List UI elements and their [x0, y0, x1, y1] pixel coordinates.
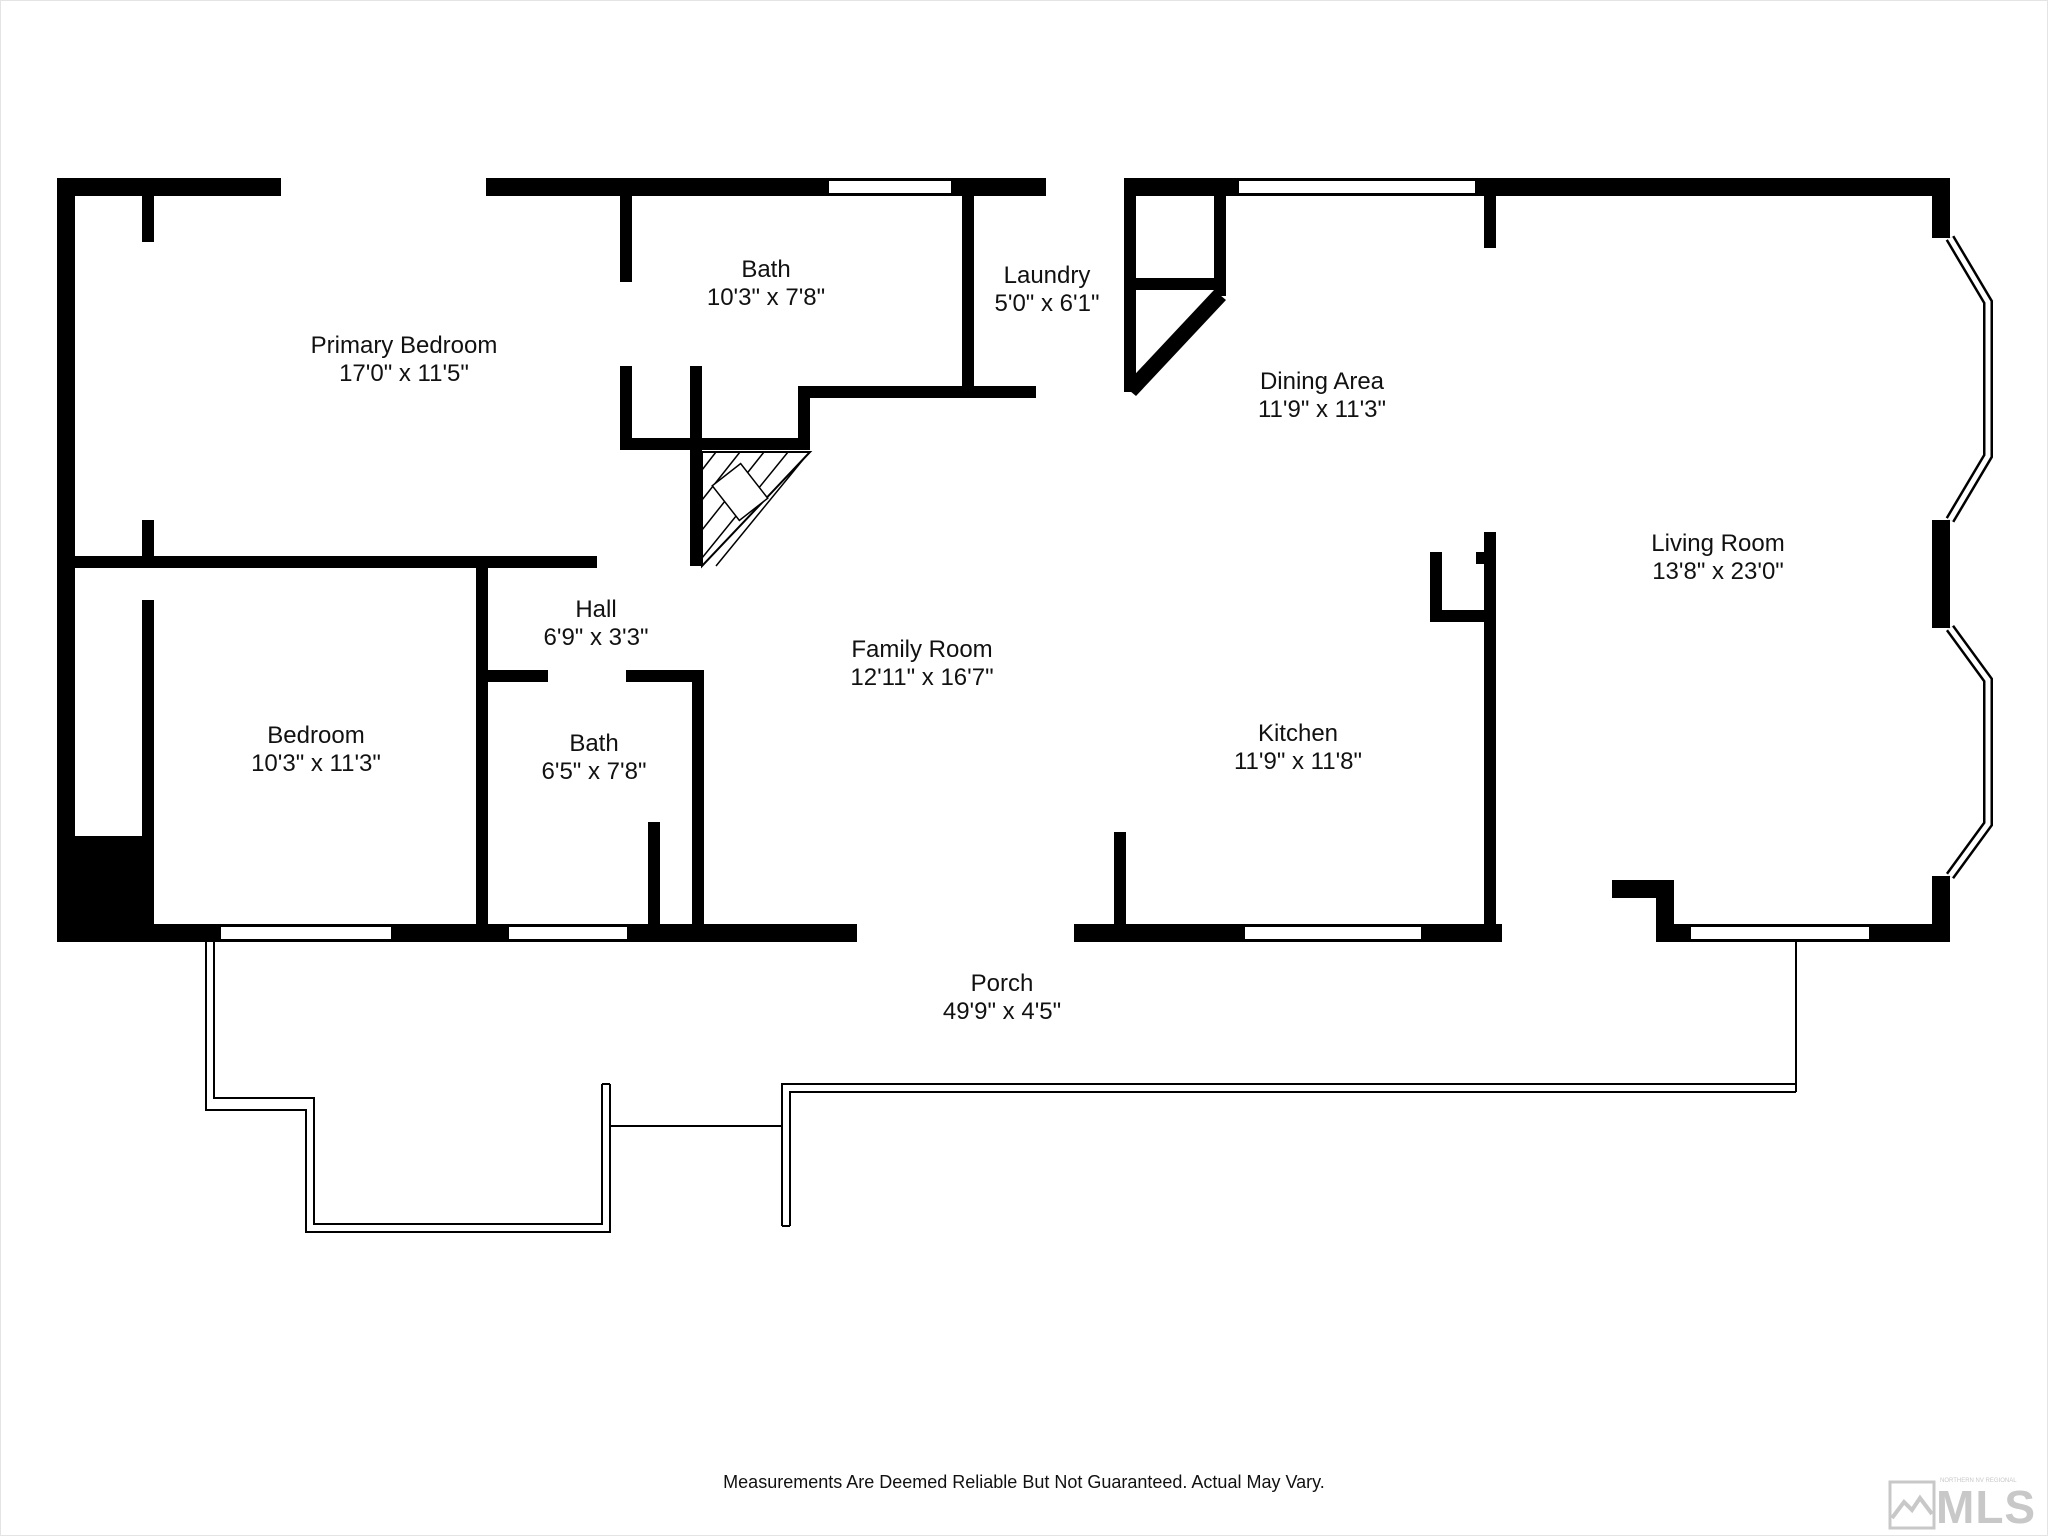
room-label-bedroom: Bedroom 10'3" x 11'3" — [251, 722, 381, 778]
room-size: 6'5" x 7'8" — [541, 758, 647, 785]
room-size: 17'0" x 11'5" — [339, 360, 469, 387]
windows — [219, 179, 1871, 941]
room-label-primary-bedroom: Primary Bedroom 17'0" x 11'5" — [311, 332, 498, 388]
room-label-family-room: Family Room 12'11" x 16'7" — [850, 636, 993, 692]
room-name: Living Room — [1651, 530, 1785, 557]
bay-windows — [1945, 235, 1993, 879]
room-label-living-room: Living Room 13'8" x 23'0" — [1651, 530, 1784, 586]
interior-walls — [57, 196, 1674, 940]
room-label-hall: Hall 6'9" x 3'3" — [544, 596, 649, 652]
room-size: 49'9" x 4'5" — [942, 998, 1062, 1025]
room-label-kitchen: Kitchen 11'9" x 11'8" — [1234, 720, 1362, 776]
room-size: 11'9" x 11'8" — [1233, 748, 1363, 775]
room-size: 10'3" x 7'8" — [706, 284, 826, 311]
room-name: Laundry — [1003, 262, 1091, 289]
mls-subtext: NORTHERN NV REGIONAL — [1940, 1478, 2017, 1484]
room-name: Hall — [575, 596, 617, 623]
laundry-diagonal-wall — [1124, 290, 1226, 396]
mls-logo: NORTHERN NV REGIONAL MLS — [1888, 1478, 2044, 1532]
room-name: Family Room — [851, 636, 993, 663]
room-size: 13'8" x 23'0" — [1652, 558, 1784, 585]
porch-outline — [205, 942, 1797, 1233]
room-name: Dining Area — [1259, 368, 1385, 395]
mountain-icon — [1888, 1480, 1936, 1530]
mls-text: MLS — [1936, 1481, 2037, 1533]
fireplace — [701, 451, 813, 569]
disclaimer-text: Measurements Are Deemed Reliable But Not… — [723, 1472, 1325, 1492]
room-size: 11'9" x 11'3" — [1257, 396, 1387, 423]
room-label-dining-area: Dining Area 11'9" x 11'3" — [1258, 368, 1386, 424]
room-name: Bath — [741, 256, 791, 283]
room-name: Kitchen — [1257, 720, 1339, 747]
room-label-bath-upper: Bath 10'3" x 7'8" — [707, 256, 825, 312]
room-label-laundry: Laundry 5'0" x 6'1" — [995, 262, 1100, 318]
room-name: Primary Bedroom — [310, 332, 498, 359]
room-label-porch: Porch 49'9" x 4'5" — [943, 970, 1061, 1026]
room-size: 10'3" x 11'3" — [251, 750, 381, 777]
room-name: Porch — [970, 970, 1034, 997]
room-name: Bedroom — [267, 722, 365, 749]
room-size: 6'9" x 3'3" — [543, 624, 649, 651]
room-name: Bath — [569, 730, 619, 757]
room-size: 5'0" x 6'1" — [994, 290, 1100, 317]
room-label-bath-lower: Bath 6'5" x 7'8" — [542, 730, 647, 786]
room-size: 12'11" x 16'7" — [850, 664, 994, 691]
